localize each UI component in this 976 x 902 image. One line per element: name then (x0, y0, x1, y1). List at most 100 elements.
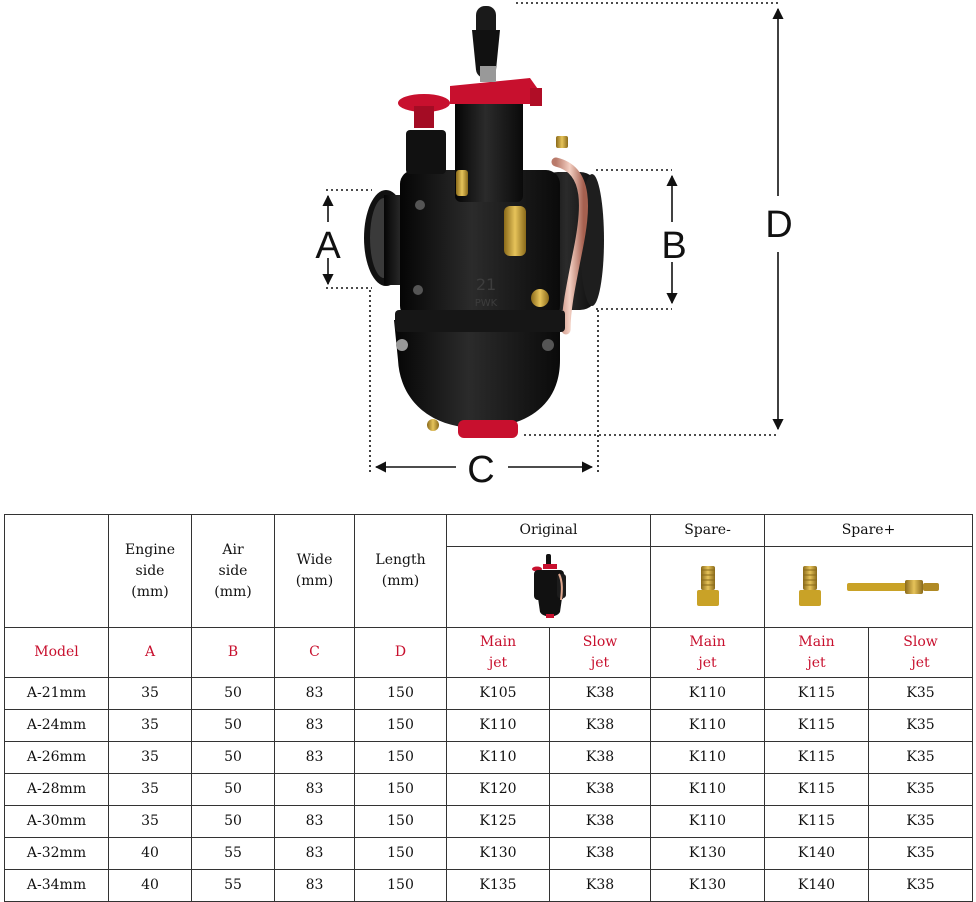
header-spare-plus: Spare+ (763, 514, 974, 547)
cell-d: 150 (354, 677, 447, 710)
cell-orig-main: K105 (446, 677, 550, 710)
dimension-c-label: C (467, 449, 494, 491)
header-original: Original (446, 514, 651, 547)
cell-spare-minus-main: K110 (650, 709, 765, 742)
original-image-cell (446, 546, 651, 628)
carburetor-dimension-diagram: 21 PWK A B C D (315, 2, 793, 491)
cell-c: 83 (274, 709, 355, 742)
main-jet-icon (798, 566, 821, 606)
cell-model: A-30mm (4, 805, 109, 838)
header-length: Length (mm) (354, 514, 447, 628)
carburetor-spec-table: Engine side (mm) Air side (mm) Wide (mm)… (4, 514, 974, 902)
dimension-d-label: D (765, 204, 792, 246)
cell-model: A-34mm (4, 869, 109, 902)
dimension-d (516, 2, 784, 436)
cell-orig-slow: K38 (549, 709, 651, 742)
cell-b: 50 (191, 677, 275, 710)
dimension-c (369, 290, 599, 473)
cell-spare-minus-main: K110 (650, 773, 765, 806)
cell-c: 83 (274, 677, 355, 710)
cell-orig-slow: K38 (549, 837, 651, 870)
throttle-number-label: 21 (476, 275, 496, 294)
cell-a: 40 (108, 837, 192, 870)
cell-a: 40 (108, 869, 192, 902)
cell-spare-plus-main: K115 (764, 677, 869, 710)
cell-spare-plus-main: K115 (764, 741, 869, 774)
cell-spare-minus-main: K130 (650, 869, 765, 902)
cell-spare-plus-slow: K35 (867, 773, 974, 806)
cell-d: 150 (354, 805, 447, 838)
dimension-b (596, 169, 678, 310)
cell-b: 50 (191, 741, 275, 774)
header-air-side: Air side (mm) (191, 514, 275, 628)
cell-orig-slow: K38 (549, 677, 651, 710)
cell-orig-slow: K38 (549, 869, 651, 902)
dimension-a-label: A (315, 225, 341, 267)
cell-model: A-28mm (4, 773, 109, 806)
cell-orig-main: K135 (446, 869, 550, 902)
slow-jet-icon (846, 580, 939, 594)
cell-b: 50 (191, 805, 275, 838)
cell-d: 150 (354, 741, 447, 774)
cell-spare-minus-main: K130 (650, 837, 765, 870)
cell-b: 50 (191, 773, 275, 806)
cell-spare-plus-slow: K35 (867, 677, 974, 710)
cell-orig-slow: K38 (549, 773, 651, 806)
cell-spare-plus-slow: K35 (867, 869, 974, 902)
cell-a: 35 (108, 805, 192, 838)
cell-spare-plus-slow: K35 (867, 837, 974, 870)
cell-a: 35 (108, 709, 192, 742)
cell-model: A-32mm (4, 837, 109, 870)
cell-d: 150 (354, 773, 447, 806)
cell-orig-slow: K38 (549, 805, 651, 838)
cell-b: 55 (191, 837, 275, 870)
cell-spare-plus-slow: K35 (867, 741, 974, 774)
cell-model: A-24mm (4, 709, 109, 742)
header-row-images (5, 546, 974, 628)
cell-b: 50 (191, 709, 275, 742)
cell-c: 83 (274, 741, 355, 774)
carburetor-thumbnail (531, 554, 566, 618)
spare-plus-image-cell (763, 546, 974, 628)
cell-spare-plus-main: K115 (764, 805, 869, 838)
cell-orig-main: K120 (446, 773, 550, 806)
cell-d: 150 (354, 709, 447, 742)
label-c: C (274, 627, 355, 678)
label-model: Model (4, 627, 109, 678)
carburetor-photo: 21 PWK (364, 6, 604, 438)
cell-orig-main: K125 (446, 805, 550, 838)
cell-a: 35 (108, 677, 192, 710)
cell-spare-plus-slow: K35 (867, 709, 974, 742)
cell-a: 35 (108, 773, 192, 806)
cell-orig-main: K110 (446, 709, 550, 742)
cell-c: 83 (274, 837, 355, 870)
label-a: A (108, 627, 192, 678)
label-b: B (191, 627, 275, 678)
header-spare-minus: Spare- (650, 514, 765, 547)
body-brand-label: PWK (475, 298, 498, 309)
cell-c: 83 (274, 869, 355, 902)
cell-c: 83 (274, 805, 355, 838)
cell-spare-minus-main: K110 (650, 741, 765, 774)
cell-d: 150 (354, 869, 447, 902)
cell-d: 150 (354, 837, 447, 870)
cell-spare-plus-main: K115 (764, 773, 869, 806)
cell-orig-main: K110 (446, 741, 550, 774)
cell-spare-plus-main: K115 (764, 709, 869, 742)
dimension-a (322, 189, 372, 289)
label-d: D (354, 627, 447, 678)
cell-spare-plus-main: K140 (764, 869, 869, 902)
